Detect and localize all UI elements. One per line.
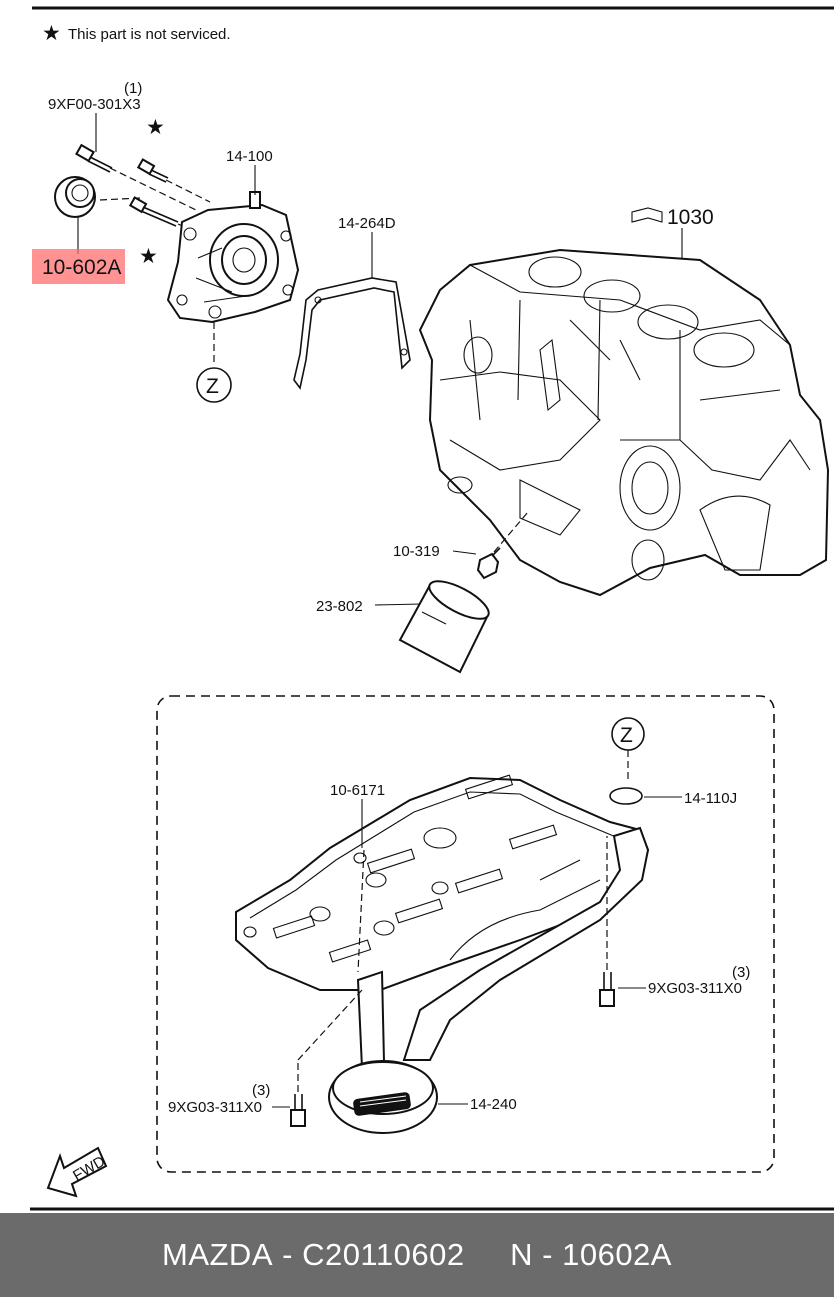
oil-pan-baffle — [235, 774, 650, 991]
footer-caption: MAZDA - C20110602 N - 10602A — [0, 1213, 834, 1297]
o-ring — [609, 787, 643, 805]
bolt-icon — [75, 143, 113, 173]
oil-seal — [54, 176, 96, 218]
bolt-icon — [599, 972, 615, 1007]
pump-label: 14-100 — [226, 148, 273, 165]
zone-marker-label: Z — [620, 724, 633, 747]
bolt-part-label: 9XF00-301X3 — [48, 96, 141, 113]
star-icon: ★ — [139, 245, 158, 268]
footer-brand: MAZDA — [162, 1237, 273, 1272]
bolt-icon — [128, 196, 179, 227]
gasket-label: 14-264D — [338, 215, 396, 232]
footer-part-number: N - 10602A — [510, 1237, 672, 1272]
pan-gasket-label: 10-6171 — [330, 782, 385, 799]
bolt-left-part-label: 9XG03-311X0 — [168, 1099, 262, 1116]
reference-book-icon — [631, 207, 663, 223]
note-text: This part is not serviced. — [68, 26, 231, 43]
oil-pump — [166, 191, 300, 324]
seal-label: 10-602A — [42, 256, 121, 279]
footer-gap — [465, 1237, 511, 1273]
engine-block — [418, 248, 830, 597]
note-star-icon: ★ — [42, 22, 61, 45]
bolt-icon — [136, 158, 169, 183]
oil-strainer — [328, 826, 650, 1134]
fwd-arrow-icon: FWD — [46, 1146, 108, 1198]
zone-marker-label: Z — [206, 375, 219, 398]
bolt-icon — [290, 1094, 306, 1127]
switch-label: 10-319 — [393, 543, 440, 560]
zone-marker-z — [196, 367, 232, 403]
bolt-qty-label: (1) — [124, 80, 142, 97]
oring-label: 14-110J — [684, 790, 737, 807]
filter-label: 23-802 — [316, 598, 363, 615]
front-gasket — [293, 277, 411, 390]
oil-filter — [398, 580, 490, 674]
bolt-right-part-label: 9XG03-311X0 — [648, 980, 742, 997]
bolt-left-qty-label: (3) — [252, 1082, 270, 1099]
footer-separator: - — [273, 1237, 303, 1272]
seal-highlight — [32, 249, 125, 284]
bolt-right-qty-label: (3) — [732, 964, 750, 981]
strainer-label: 14-240 — [470, 1096, 517, 1113]
oil-pressure-switch — [476, 547, 501, 580]
footer-code: C20110602 — [302, 1237, 465, 1272]
star-icon: ★ — [146, 116, 165, 139]
block-ref-label: 1030 — [667, 206, 714, 229]
parts-diagram: ★ This part is not serviced. (1) 9XF00-3… — [30, 6, 834, 1211]
